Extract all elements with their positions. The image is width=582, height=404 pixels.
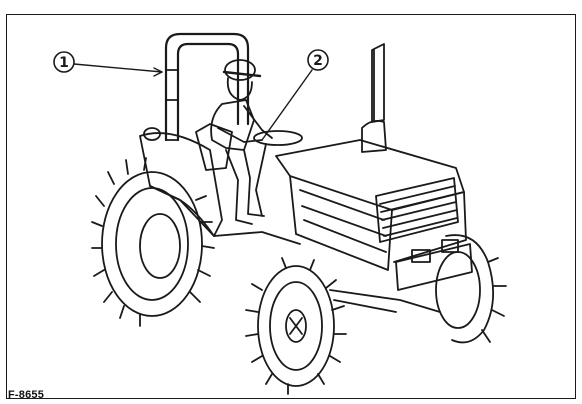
callout-1-label: 1 [59, 55, 69, 71]
callout-2-label: 2 [313, 53, 323, 69]
figure-code: F-8655 [8, 389, 44, 401]
